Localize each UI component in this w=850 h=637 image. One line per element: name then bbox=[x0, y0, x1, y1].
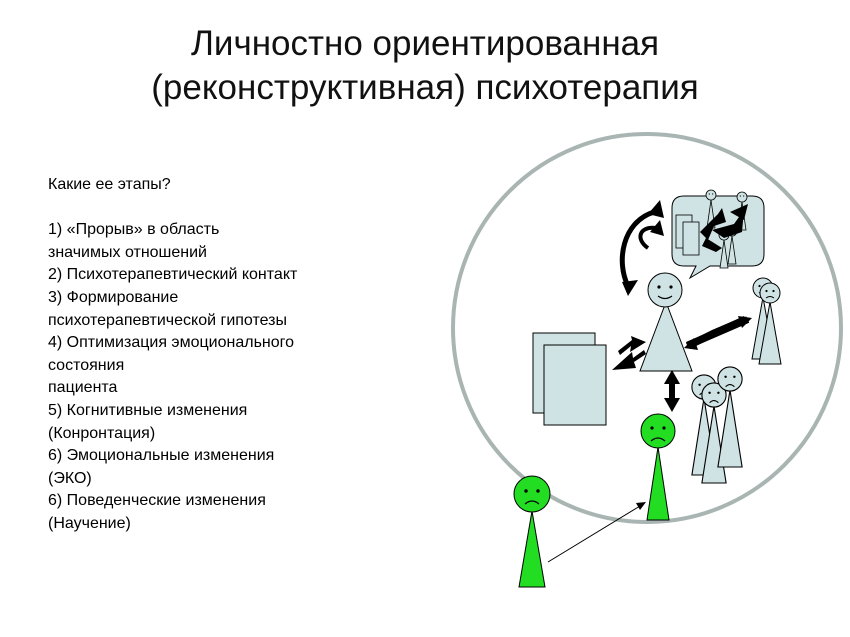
title-line-2: (реконструктивная) психотерапия bbox=[151, 68, 699, 107]
step-line: 6) Поведенческие изменения bbox=[48, 492, 266, 510]
step-line: (ЭКО) bbox=[48, 469, 92, 487]
step-line: психотерапевтической гипотезы bbox=[48, 311, 287, 329]
curved-arrow-icon bbox=[619, 200, 664, 296]
step-line: 1) «Прорыв» в область bbox=[48, 221, 220, 239]
title-line-1: Личностно ориентированная bbox=[190, 24, 660, 63]
step-line: 3) Формирование bbox=[48, 288, 179, 306]
document-stack-icon bbox=[532, 332, 607, 426]
patient-figure-outside bbox=[513, 475, 551, 588]
step-line: (Конронтация) bbox=[48, 424, 156, 442]
conflict-arrows-icon bbox=[700, 204, 748, 252]
steps-list: Какие ее этапы? 1) «Прорыв» в область зн… bbox=[48, 174, 408, 536]
steps-heading: Какие ее этапы? bbox=[48, 176, 171, 193]
double-arrow-icon bbox=[684, 316, 752, 350]
therapist-figure bbox=[639, 272, 693, 372]
step-line: значимых отношений bbox=[48, 243, 207, 261]
thought-bubble bbox=[671, 189, 765, 280]
figure-crowd bbox=[691, 366, 743, 484]
entry-arrow-icon bbox=[547, 502, 646, 563]
session-circle bbox=[451, 132, 843, 524]
step-line: 6) Эмоциональные изменения bbox=[48, 447, 275, 465]
step-line: (Научение) bbox=[48, 514, 131, 532]
double-arrow-icon bbox=[664, 370, 680, 412]
step-line: 2) Психотерапевтический контакт bbox=[48, 266, 298, 284]
patient-figure bbox=[640, 413, 676, 521]
step-line: состояния bbox=[48, 356, 125, 374]
slide-title: Личностно ориентированная (реконструктив… bbox=[40, 22, 810, 110]
step-line: пациента bbox=[48, 379, 118, 397]
step-line: 5) Когнитивные изменения bbox=[48, 401, 248, 419]
step-line: 4) Оптимизация эмоционального bbox=[48, 334, 295, 352]
double-arrow-icon bbox=[612, 336, 646, 370]
